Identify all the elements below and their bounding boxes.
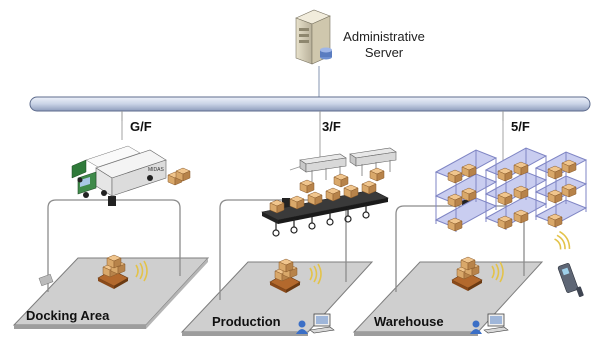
production-reader	[282, 198, 290, 208]
server-icon	[295, 9, 332, 65]
docking-area: MIDAS Docking Area	[12, 145, 210, 329]
floor-label-5f: 5/F	[511, 119, 530, 134]
truck-icon: MIDAS	[71, 145, 191, 198]
conveyor-icon	[261, 147, 397, 237]
docking-reader	[108, 196, 116, 206]
handheld-scanner-icon	[551, 229, 584, 298]
shelving-icon	[434, 147, 588, 232]
server-label-line2: Server	[365, 45, 404, 60]
warehouse-area: Warehouse	[352, 147, 588, 336]
production-area: Production	[180, 147, 397, 336]
network-backbone	[29, 96, 591, 112]
floor-labels: G/F 3/F 5/F	[121, 111, 530, 134]
floor-label-gf: G/F	[130, 119, 152, 134]
administrative-server: Administrative Server	[295, 9, 425, 98]
area-label-docking: Docking Area	[26, 308, 110, 323]
server-label-line1: Administrative	[343, 29, 425, 44]
floor-label-3f: 3/F	[322, 119, 341, 134]
truck-text: MIDAS	[148, 167, 165, 173]
area-label-warehouse: Warehouse	[374, 314, 444, 329]
area-label-production: Production	[212, 314, 281, 329]
